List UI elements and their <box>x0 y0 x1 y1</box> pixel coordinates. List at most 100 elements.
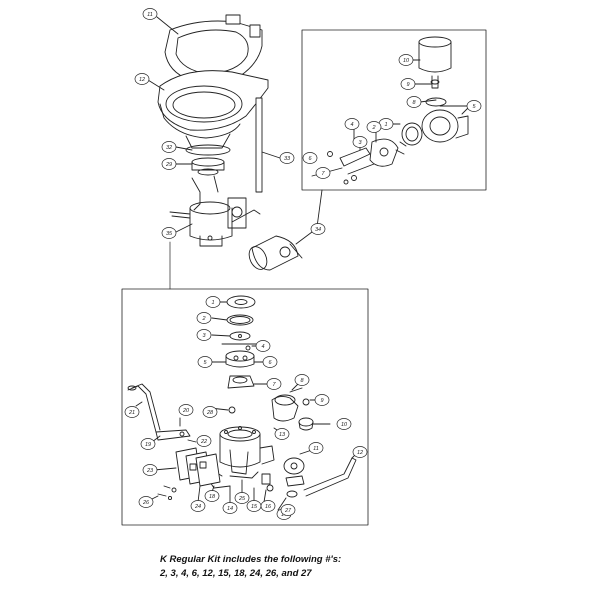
callout-bubble <box>190 500 206 512</box>
callout-number: 19 <box>145 442 151 448</box>
callout-bubble <box>196 329 212 341</box>
callout-bubble <box>255 340 271 352</box>
callout-callouts-spring-b: 2 <box>366 121 382 133</box>
callout-number: 11 <box>147 12 153 18</box>
callout-callouts-flange: 29 <box>161 158 177 170</box>
callout-parts-p25: 25 <box>234 492 250 504</box>
callout-number: 7 <box>272 382 276 388</box>
callout-bubble <box>280 504 296 516</box>
callout-number: 4 <box>261 344 264 350</box>
part-piston <box>225 350 255 368</box>
motor-detail-box <box>301 29 487 191</box>
callout-parts-p21: 21 <box>124 406 140 418</box>
callout-number: 12 <box>357 450 363 456</box>
callout-number: 29 <box>165 162 172 168</box>
callout-parts-p9: 9 <box>314 394 330 406</box>
callout-bubble <box>336 418 352 430</box>
callout-bubble <box>197 356 213 368</box>
callout-number: 9 <box>406 82 409 88</box>
callout-number: 3 <box>202 333 206 339</box>
part-cap <box>298 417 314 431</box>
toilet-assembly <box>157 14 303 271</box>
part-coupling <box>227 375 255 389</box>
callout-bubble <box>400 78 416 90</box>
callout-number: 21 <box>128 410 135 416</box>
callout-parts-p10: 10 <box>336 418 352 430</box>
kit-note: K Regular Kit includes the following #'s… <box>160 553 460 581</box>
callout-number: 32 <box>166 145 172 151</box>
part-o-ring <box>226 314 254 326</box>
part-pin <box>228 406 236 414</box>
callout-bubble <box>161 141 177 153</box>
callout-number: 2 <box>201 316 205 322</box>
callout-bubble <box>196 435 212 447</box>
callout-parts-p1: 1 <box>205 296 221 308</box>
callout-parts-p20: 20 <box>178 404 194 416</box>
callout-number: 14 <box>227 506 233 512</box>
callout-bubble <box>202 406 218 418</box>
callout-bubble <box>222 502 238 514</box>
callout-bubble <box>196 312 212 324</box>
callout-parts-p11: 11 <box>308 442 324 454</box>
callout-number: 4 <box>350 122 353 128</box>
callout-number: 9 <box>320 398 323 404</box>
pump-detail-box <box>121 241 369 526</box>
callout-callouts-pump-body_a: 8 <box>406 96 422 108</box>
callout-callouts-bowl-lid: 11 <box>142 8 158 20</box>
callout-parts-p6: 6 <box>262 356 278 368</box>
callout-callouts-nut-small: 7 <box>315 167 331 179</box>
callout-number: 13 <box>279 432 286 438</box>
callout-number: 1 <box>211 300 214 306</box>
callout-bubble <box>161 158 177 170</box>
callout-bubble <box>205 296 221 308</box>
callout-callouts-pump-assembly: 35 <box>161 227 177 239</box>
motor-linkage <box>311 123 375 185</box>
callout-parts-p4: 4 <box>255 340 271 352</box>
motor-pump-body <box>369 97 469 167</box>
callout-bubble <box>466 100 482 112</box>
callout-parts-p3: 3 <box>196 329 212 341</box>
callout-number: 23 <box>146 468 154 474</box>
callout-bubble <box>302 152 318 164</box>
callout-number: 6 <box>268 360 272 366</box>
callout-bubble <box>266 378 282 390</box>
callout-bubble <box>124 406 140 418</box>
callout-parts-p26: 26 <box>138 496 154 508</box>
callout-bubble <box>178 404 194 416</box>
callout-number: 11 <box>313 446 319 452</box>
part-screws <box>157 485 177 501</box>
callout-callouts-motor-shaft: 9 <box>400 78 416 90</box>
callout-parts-p8: 8 <box>294 374 310 386</box>
callout-number: 7 <box>321 171 325 177</box>
discharge-elbow <box>248 235 303 271</box>
callout-number: 18 <box>209 494 216 500</box>
callout-bubble <box>406 96 422 108</box>
callout-parts-p16: 16 <box>260 500 276 512</box>
part-motor-arm <box>261 457 357 498</box>
callout-bubble <box>140 438 156 450</box>
callout-parts-p18: 18 <box>204 490 220 502</box>
callout-number: 3 <box>358 140 362 146</box>
callout-number: 5 <box>472 104 476 110</box>
callout-bubble <box>161 227 177 239</box>
callout-bubble <box>344 118 360 130</box>
callout-number: 33 <box>284 156 291 162</box>
bowl-gasket-flange <box>185 144 231 176</box>
callout-number: 8 <box>412 100 416 106</box>
callout-number: 35 <box>166 231 173 237</box>
callout-parts-p13: 13 <box>274 428 290 440</box>
part-pump-handle <box>126 380 191 441</box>
callout-bubble <box>142 8 158 20</box>
callout-number: 34 <box>315 227 321 233</box>
kit-note-line-2: 2, 3, 4, 6, 12, 15, 18, 24, 26, and 27 <box>160 568 312 579</box>
callout-bubble <box>138 496 154 508</box>
top-callouts <box>147 16 323 245</box>
callout-bubble <box>308 442 324 454</box>
callout-number: 10 <box>341 422 348 428</box>
callout-callouts-bowl-gasket: 32 <box>161 141 177 153</box>
part-gasket-stack <box>175 447 221 487</box>
callout-parts-p19: 19 <box>140 438 156 450</box>
callout-callouts-screw-long: 6 <box>302 152 318 164</box>
callout-callouts-discharge-elbow: 34 <box>310 223 326 235</box>
part-screw-small <box>221 343 257 351</box>
